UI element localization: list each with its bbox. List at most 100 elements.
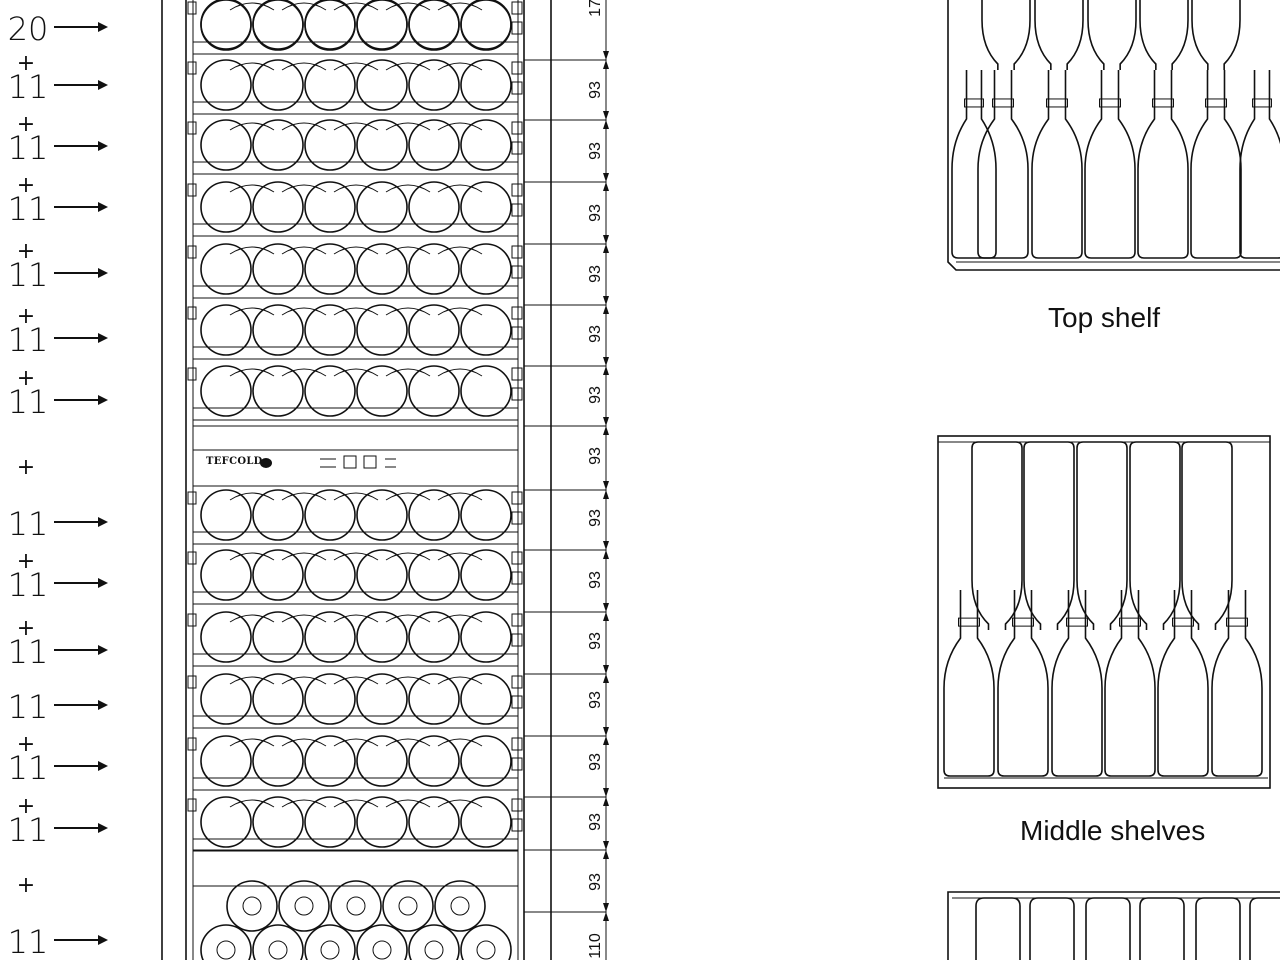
bottle-end (460, 549, 512, 601)
bottle-end (252, 489, 304, 541)
pointer-arrow (54, 80, 108, 90)
bottom-shelf-tray (947, 891, 1280, 960)
shelf-clip (511, 511, 523, 525)
wine-bottle (1190, 70, 1242, 259)
wine-bottle (951, 70, 997, 259)
dimension-label: 93 (587, 142, 604, 160)
plus-sign: + (16, 616, 36, 641)
bottle-end-back (281, 676, 327, 685)
bottle-end (304, 119, 356, 171)
bottle-count: 11 (7, 811, 49, 849)
caption-top-shelf: Top shelf (1048, 302, 1161, 333)
bottle-end-back (333, 368, 379, 377)
bottle-collar (1046, 98, 1068, 108)
bottle-count: 11 (7, 383, 49, 421)
pointer-arrow (54, 700, 108, 710)
bottle-end (304, 796, 356, 848)
middle-shelf-tray (937, 435, 1271, 789)
dimension-arrow (603, 244, 609, 253)
shelf-clip (187, 613, 197, 627)
wine-bottle-inverted (1034, 0, 1084, 70)
dimension-arrow (603, 111, 609, 120)
plus-sign: + (16, 51, 36, 76)
bottle-collar (992, 98, 1014, 108)
wine-bottle-inverted (1191, 0, 1241, 70)
bottle-collar (1152, 98, 1174, 108)
bottle-neck (476, 940, 496, 960)
plus-sign: + (16, 549, 36, 574)
wine-bottle (1137, 70, 1189, 259)
wine-bottle-inverted (971, 441, 1023, 630)
dimension-arrow (603, 490, 609, 499)
bottle-end (304, 365, 356, 417)
dimension-label: 17 (587, 0, 604, 17)
shelf-rail (192, 591, 519, 605)
bottle-end (200, 119, 252, 171)
bottle-end-back (229, 246, 275, 255)
bottle-end (408, 0, 460, 50)
plus-sign: + (16, 873, 36, 898)
bottle-end-back (385, 738, 431, 747)
pointer-arrow (54, 823, 108, 833)
bottle-end-back (385, 62, 431, 71)
shelf-clip (511, 1, 523, 15)
bottle-end-back (281, 738, 327, 747)
bottle-end (200, 796, 252, 848)
bottle-end (382, 880, 434, 932)
bottle-end (460, 119, 512, 171)
bottle-end (408, 119, 460, 171)
bottle-end-back (437, 62, 483, 71)
bottle-end-back (281, 492, 327, 501)
bottle-end (460, 243, 512, 295)
shelf-clip (511, 387, 523, 401)
bottle-end-back (229, 738, 275, 747)
bottle-count: 11 (7, 129, 49, 167)
dimension-label: 93 (587, 571, 604, 589)
dimension-label: 93 (587, 265, 604, 283)
bottle-end (252, 365, 304, 417)
bottle-count: 11 (7, 688, 49, 726)
shelf-clip (511, 757, 523, 771)
bottle-end (200, 0, 252, 50)
pointer-arrow (54, 333, 108, 343)
shelf-clip (511, 183, 523, 197)
bottle-end (304, 0, 356, 50)
plus-sign: + (16, 794, 36, 819)
bottle-end (200, 304, 252, 356)
shelf-clip (187, 245, 197, 259)
display-icon (343, 455, 357, 469)
control-panel (192, 425, 519, 487)
bottle-end-back (333, 184, 379, 193)
bottle-end (408, 673, 460, 725)
bottle-end (252, 735, 304, 787)
dimension-label: 93 (587, 325, 604, 343)
shelf-clip (511, 245, 523, 259)
bottle-end (356, 181, 408, 233)
bottle-end-back (385, 676, 431, 685)
dimension-label: 93 (587, 753, 604, 771)
wine-bottle (1104, 590, 1156, 777)
bottle-neck (424, 940, 444, 960)
dimension-label: 93 (587, 204, 604, 222)
shelf-clip (511, 81, 523, 95)
shelf-clip (187, 1, 197, 15)
brand-mark (260, 458, 272, 468)
bottle-end-back (385, 307, 431, 316)
bottle-neck (346, 896, 366, 916)
plus-sign: + (16, 173, 36, 198)
bottle-end (304, 59, 356, 111)
dimension-arrow (603, 674, 609, 683)
dimension-arrow (603, 665, 609, 674)
shelf-clip (187, 183, 197, 197)
bottle-count: 11 (7, 566, 49, 604)
bottle-end (356, 924, 408, 966)
bottle-end-back (333, 307, 379, 316)
bottle-end (252, 0, 304, 50)
dimension-arrow (603, 550, 609, 559)
bottle-end (356, 673, 408, 725)
shelf-clip (511, 121, 523, 135)
bottle-neck (242, 896, 262, 916)
shelf-clip (511, 737, 523, 751)
bottle-end (408, 243, 460, 295)
